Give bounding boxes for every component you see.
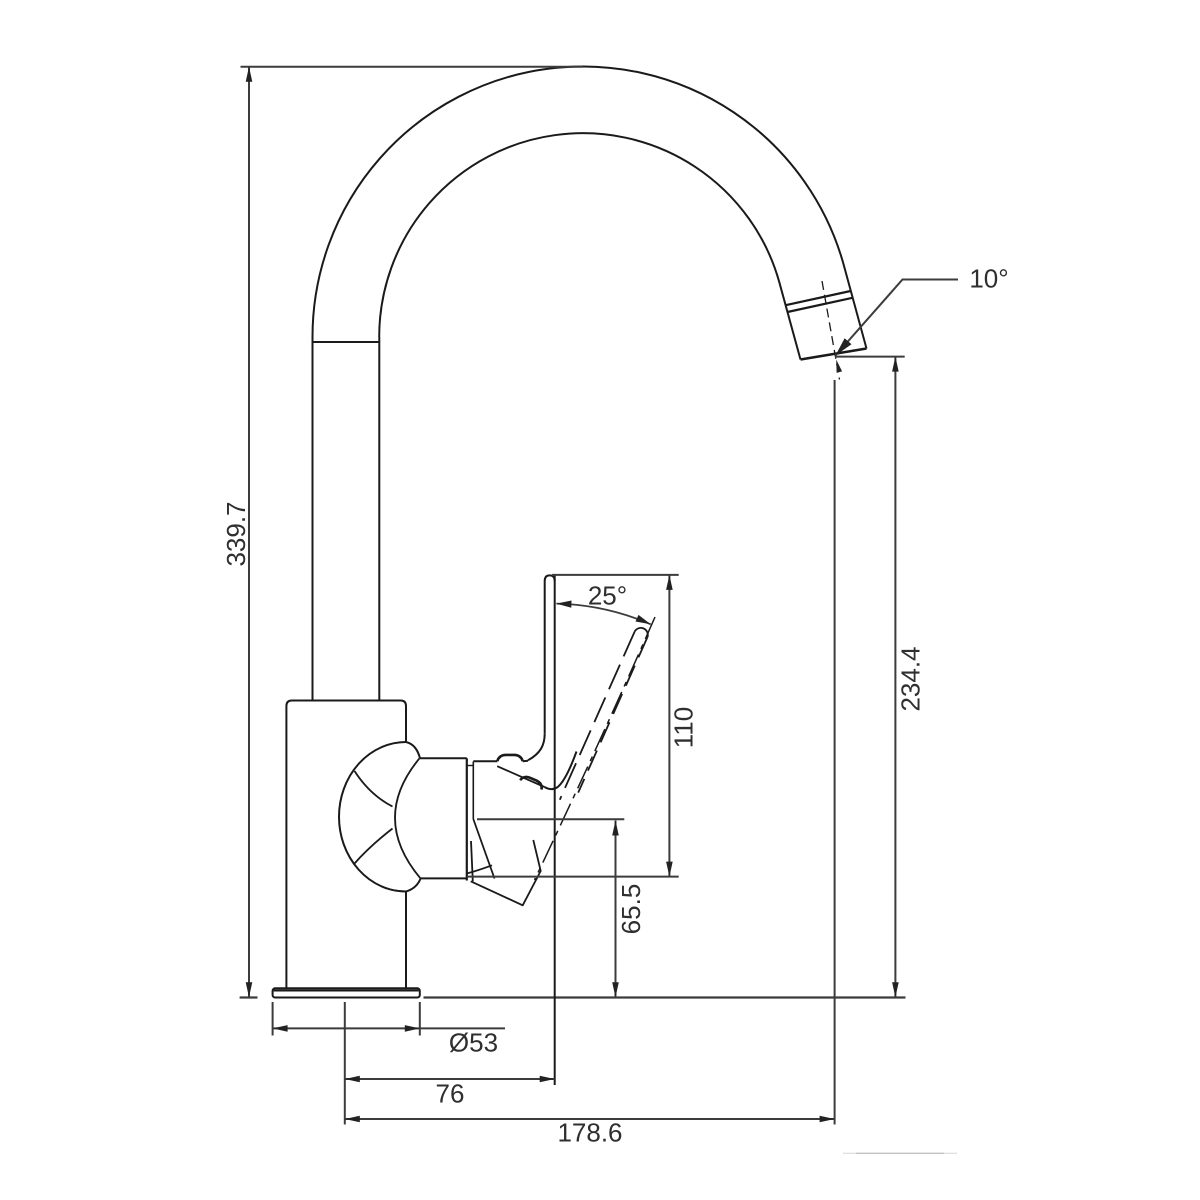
svg-text:Ø53: Ø53 xyxy=(449,1028,498,1058)
svg-text:178.6: 178.6 xyxy=(557,1118,622,1148)
svg-text:110: 110 xyxy=(669,707,699,748)
svg-text:76: 76 xyxy=(436,1079,465,1109)
svg-text:339.7: 339.7 xyxy=(221,501,251,566)
svg-text:10°: 10° xyxy=(969,264,1008,294)
svg-text:65.5: 65.5 xyxy=(616,884,646,935)
svg-text:234.4: 234.4 xyxy=(896,646,926,711)
svg-text:25°: 25° xyxy=(588,581,627,611)
